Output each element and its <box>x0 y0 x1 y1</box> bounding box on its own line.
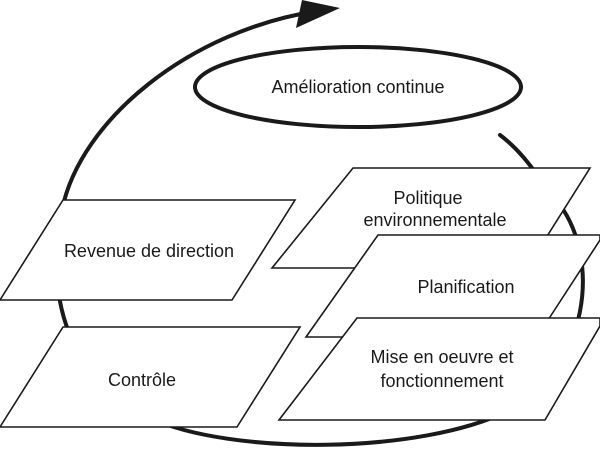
continuous-improvement-ellipse <box>193 45 523 129</box>
management-review-label: Revenue de direction <box>64 241 234 261</box>
management-review-box <box>0 199 297 301</box>
cycle-arrowhead-icon <box>296 0 340 28</box>
planning-label: Planification <box>417 277 514 297</box>
environmental-policy-label-line2: environnementale <box>363 210 506 230</box>
control-box <box>0 326 302 428</box>
implementation-operation-box <box>277 317 600 421</box>
implementation-operation-label-line1: Mise en oeuvre et <box>370 347 513 367</box>
implementation-operation-label-line2: fonctionnement <box>380 371 503 391</box>
continuous-improvement-label: Amélioration continue <box>271 77 444 97</box>
environmental-policy-label-line1: Politique <box>393 188 462 208</box>
control-label: Contrôle <box>108 370 176 390</box>
planning-box <box>304 234 600 338</box>
